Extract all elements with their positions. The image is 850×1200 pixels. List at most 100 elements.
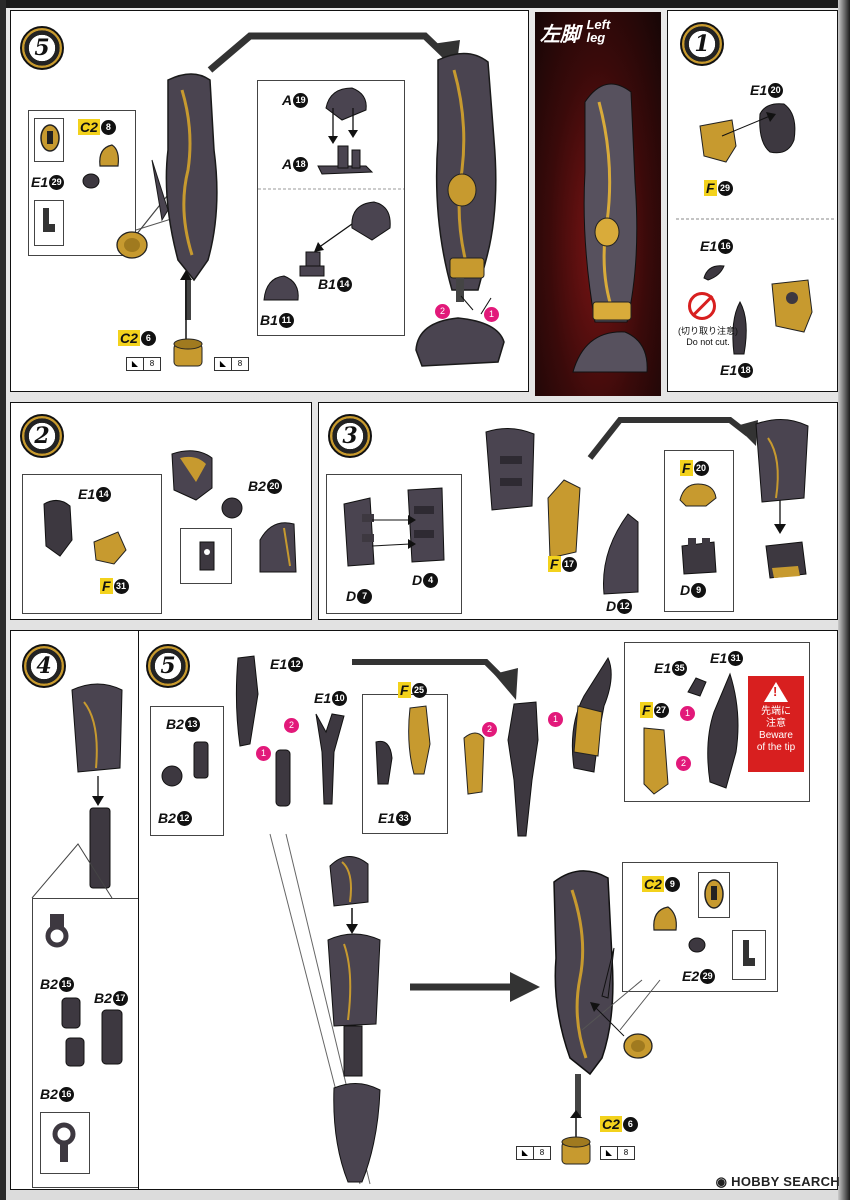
order-mark-1-b3: 1 [680,706,695,721]
watermark-logo-icon: ◉ [715,1174,732,1189]
e1-35-part [687,677,707,697]
c2-9-part [653,906,677,931]
step-badge-5-top: 5 [20,26,64,70]
order-mark-2-b2: 2 [482,722,497,737]
step-badge-1: 1 [680,22,724,66]
title-jp: 左脚 [540,22,580,46]
c2-8-part [99,144,119,167]
b1-11-part [263,275,299,301]
leg-assembly-step5-final [415,52,505,367]
b2-16-detail-part [52,1122,76,1162]
panel-step1 [667,10,838,392]
b1-14-part [299,251,325,277]
hip-assembly-step2 [171,450,213,501]
hip-block-step3 [765,541,807,579]
c2-cap-bottom-part [623,1033,653,1059]
b1-14-top-part [351,201,391,241]
d-9-part [681,538,717,575]
b2-12-part [161,765,183,787]
cut-icon-left: ◣ [126,357,144,371]
b2-20-part [259,522,297,573]
frame-edge-left [0,0,6,1200]
divider-dashed [258,188,404,190]
e1-18-part [732,300,747,355]
leg-assembly-step5-top [151,73,218,320]
b2-20-small-part [221,497,243,519]
leader-c2-9 [581,979,661,1031]
e2-29-detail-part [743,940,755,966]
a-19-part [325,87,367,121]
frame-edge-right [838,0,850,1200]
arrow-c2-6-bottom-up [570,1110,582,1140]
c2-8-detail-part [40,124,60,152]
a-18-part [317,145,374,175]
order-mark-1-b2: 1 [548,712,563,727]
f-27-part [643,727,669,795]
photo-title: 左脚 Left leg [540,18,610,47]
b2-16-small-part [65,1037,85,1067]
photo-leg [572,83,648,373]
f-29-part [699,119,737,163]
flow-arrow-step3 [587,417,758,460]
b2-15-part [61,997,81,1029]
e1-10-part [315,713,345,805]
e1-33-part [375,740,393,785]
thigh-assembly-step3 [485,428,535,511]
order-mark-1-b1: 1 [256,746,271,761]
b2-detail-part [199,541,215,571]
arrows-a19-down [328,108,358,144]
watermark: ◉ HOBBY SEARCH [715,1174,840,1189]
pin-part [275,749,291,807]
step-badge-5-bottom: 5 [146,644,190,688]
d-4-part [407,487,445,563]
f-31-part [93,531,127,565]
cut-icon-right: ◣ [214,357,232,371]
gold-shin-part [571,656,612,773]
c2-6-ring-bottom-part [561,1136,591,1165]
title-en-1: Left [586,17,611,32]
flow-arrow-bottom-right [410,972,540,1002]
e1-31-part [707,672,739,789]
step-badge-2: 2 [20,414,64,458]
d-12-part [603,513,639,595]
thigh-top-final-step3 [755,419,809,503]
arrow-c2-6-up [180,270,192,340]
e1-29-detail-part [43,208,55,232]
joint-detail-top [45,914,69,948]
no-cut-note: (切り取り注意)Do not cut. [678,326,738,347]
e1-16-part [703,265,725,281]
c2-9-detail-part [704,879,724,909]
order-mark-2-b3: 2 [676,756,691,771]
d-7-part [343,497,375,567]
f-20-part [679,483,717,507]
cut-tag-bottom-right: 8 [617,1146,635,1160]
cut-icon-bottom-right: ◣ [600,1146,618,1160]
frame-edge-top [0,0,850,8]
f-25-part [408,705,431,775]
step-badge-4: 4 [22,644,66,688]
